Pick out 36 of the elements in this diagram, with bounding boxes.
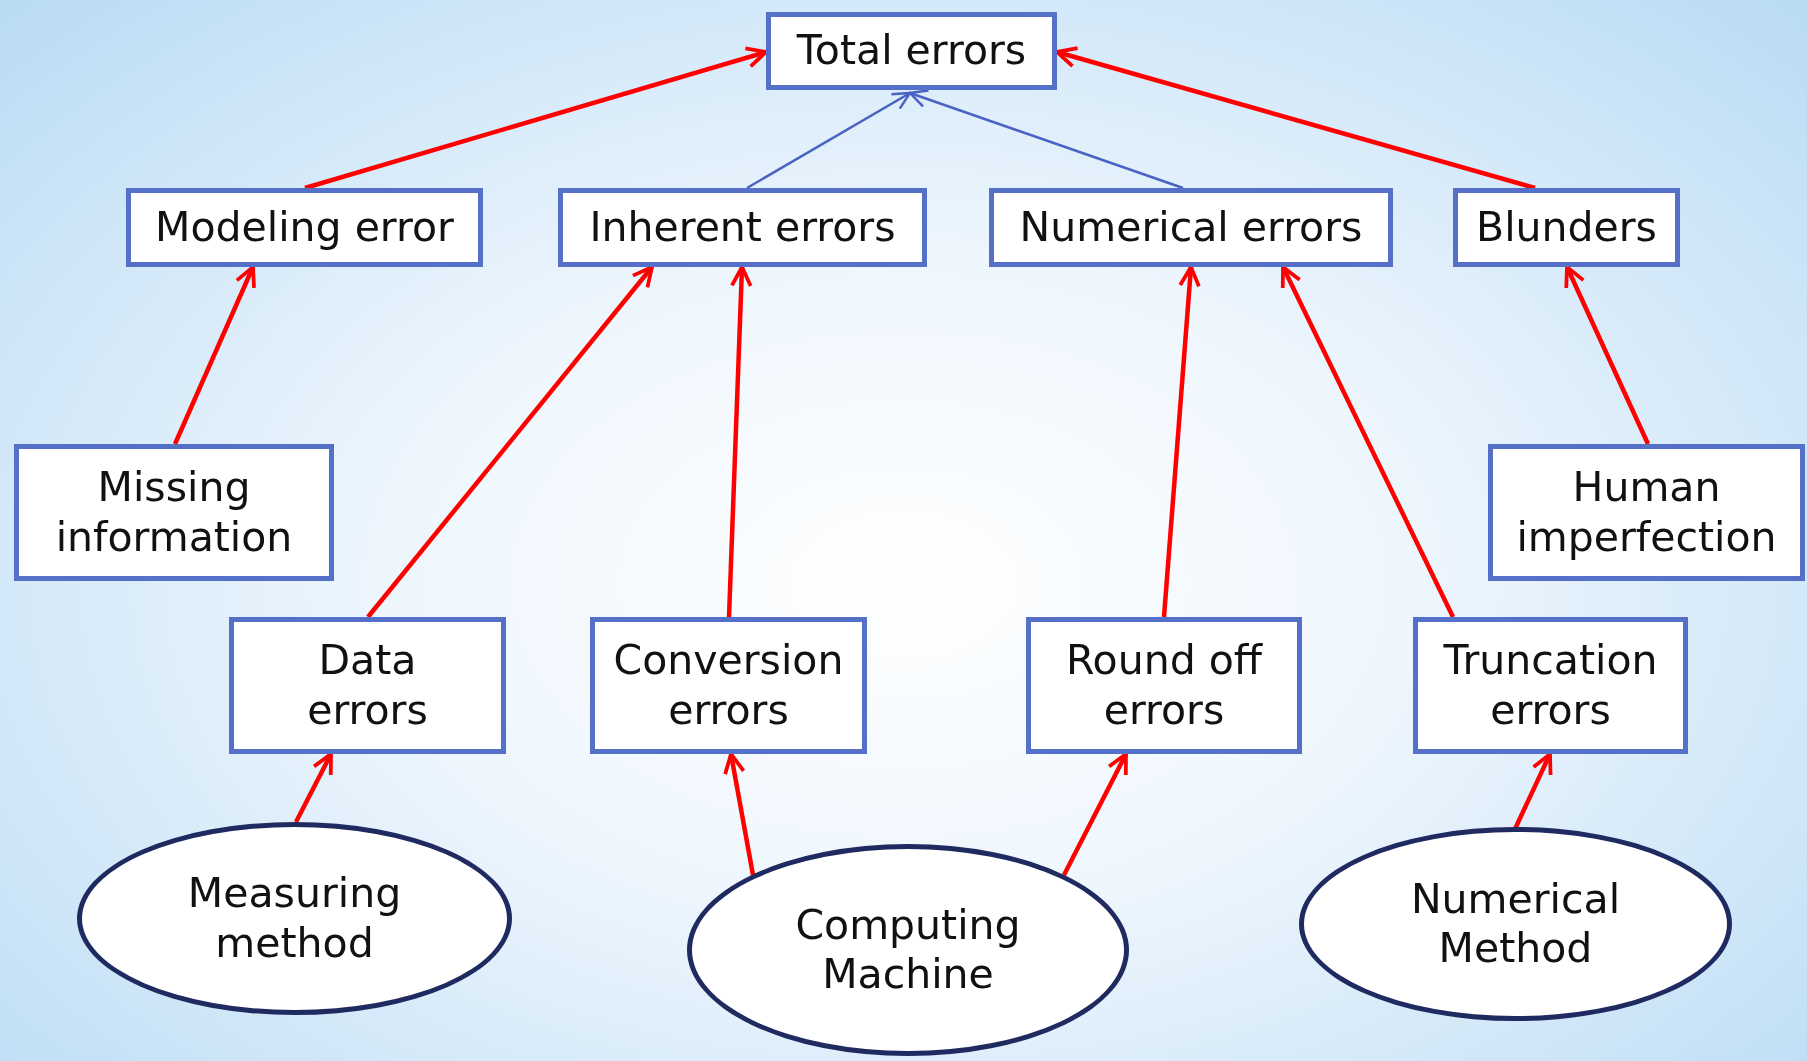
error-box — [590, 617, 867, 754]
node-label: Data errors — [306, 636, 429, 735]
error-box — [126, 188, 483, 267]
arrow — [1062, 752, 1128, 877]
arrow — [366, 265, 654, 619]
error-box — [1488, 444, 1805, 581]
node-label: Total errors — [795, 26, 1028, 76]
arrow — [1564, 265, 1651, 445]
arrow — [1280, 265, 1456, 618]
error-box — [558, 188, 927, 267]
error-box — [1413, 617, 1688, 754]
error-box — [989, 188, 1393, 267]
node-label: Modeling error — [154, 202, 455, 253]
error-box — [1026, 617, 1302, 754]
arrow — [746, 91, 912, 190]
node-label: Human imperfection — [1515, 463, 1778, 562]
node-label: Missing information — [54, 463, 294, 562]
error-box — [229, 617, 506, 754]
error-box — [14, 444, 334, 581]
error-box — [766, 12, 1057, 90]
node-label: Numerical Method — [1409, 874, 1622, 974]
arrow — [294, 752, 333, 824]
arrow — [172, 265, 256, 445]
arrow — [726, 265, 753, 618]
node-label: Blunders — [1475, 202, 1658, 253]
node-label: Measuring method — [186, 869, 403, 968]
node-label: Inherent errors — [588, 202, 897, 253]
arrow — [908, 89, 1184, 190]
node-label: Computing Machine — [794, 900, 1022, 1000]
node-label: Numerical errors — [1018, 202, 1364, 253]
node-label: Conversion errors — [612, 636, 845, 735]
arrow — [1161, 265, 1201, 618]
node-label: Truncation errors — [1442, 636, 1659, 735]
node-label: Round off errors — [1064, 636, 1264, 735]
error-box — [1453, 188, 1680, 267]
arrow — [723, 752, 756, 876]
